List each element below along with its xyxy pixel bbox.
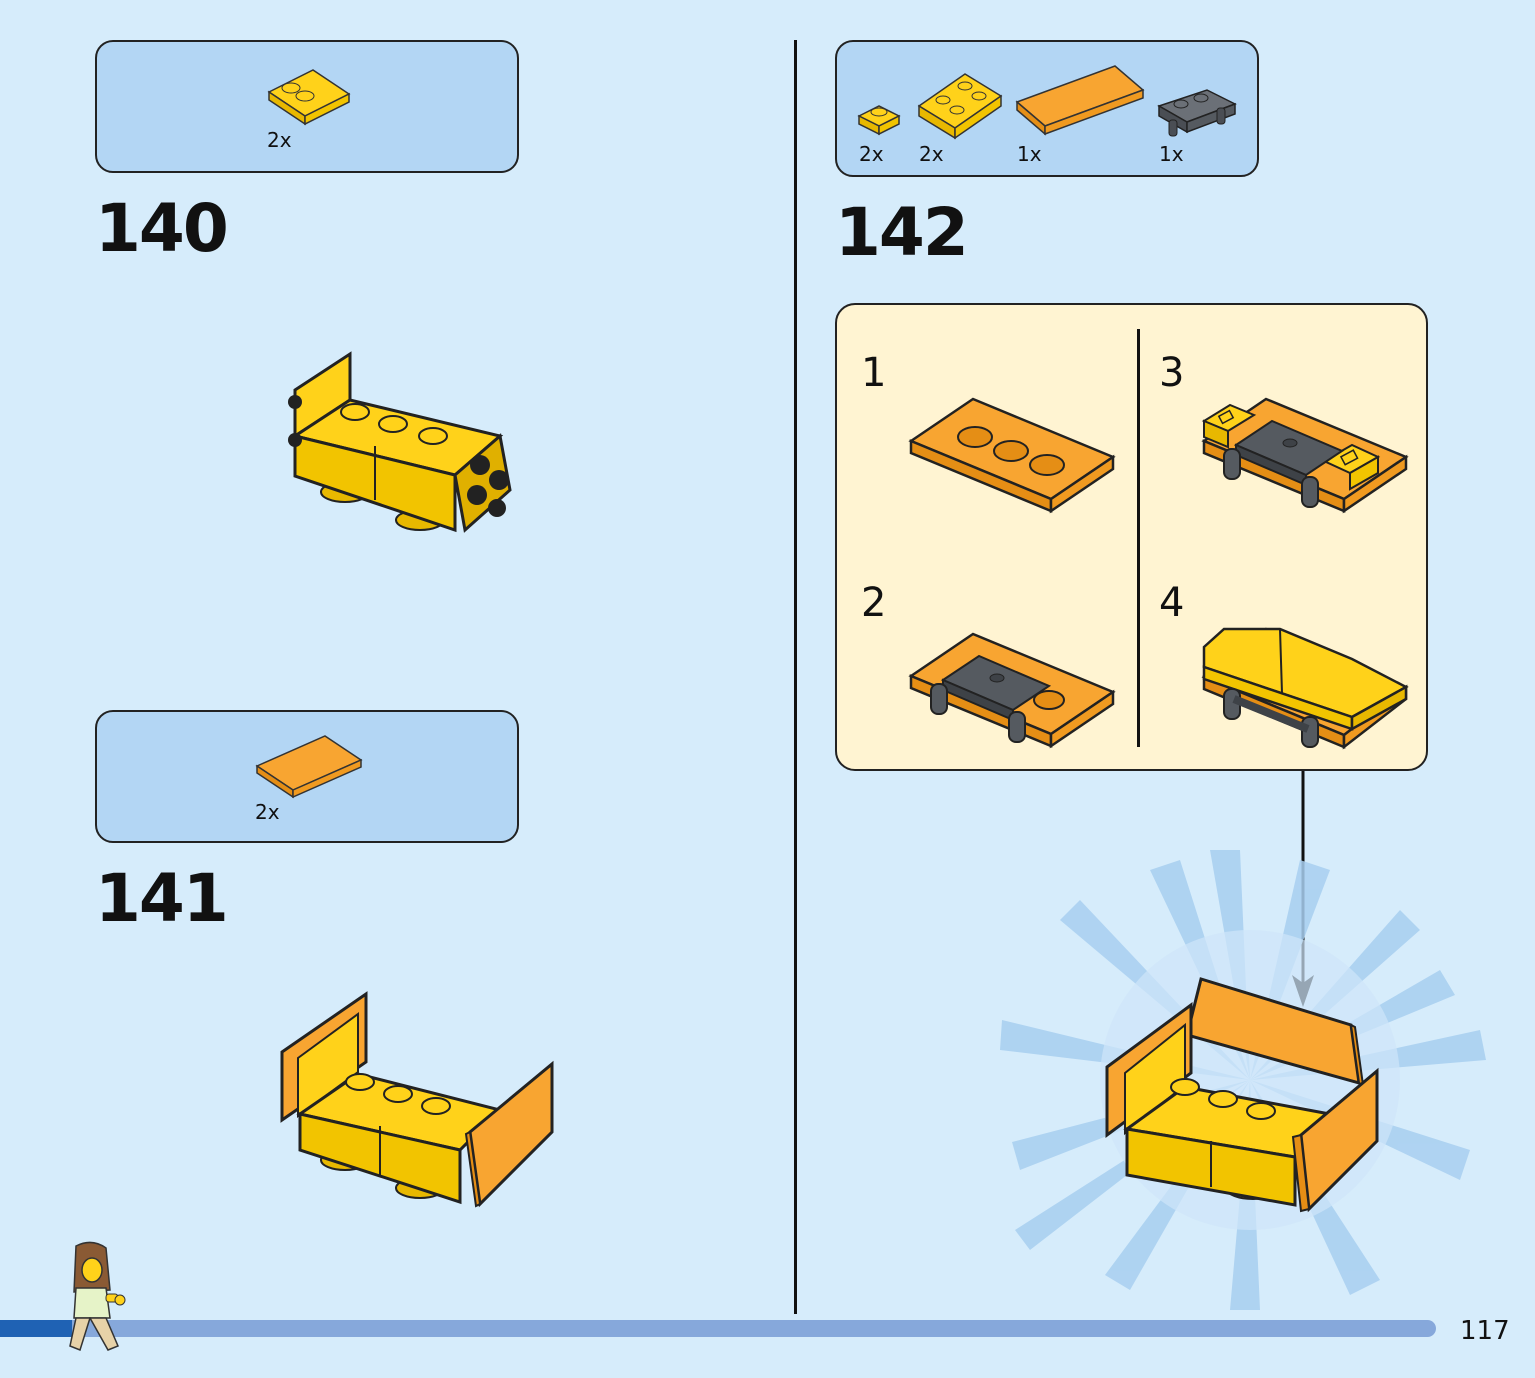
substep-number: 1 — [861, 350, 887, 396]
substep-3-assembly — [1201, 397, 1409, 514]
substep-number: 3 — [1159, 350, 1185, 396]
step-number-140: 140 — [95, 190, 229, 267]
substep-2-plate-with-holder — [908, 632, 1116, 749]
orange-tile-large-icon — [1015, 65, 1145, 136]
part-qty: 2x — [255, 800, 280, 824]
step-number-142: 142 — [835, 194, 969, 271]
substep-4-cushion — [1201, 627, 1409, 750]
yellow-plate-2x2-icon — [917, 73, 1003, 140]
step-number-141: 141 — [95, 860, 229, 937]
substep-1-plate — [908, 397, 1116, 514]
orange-tile-icon — [255, 735, 363, 799]
final-sofa-assembly — [1105, 977, 1379, 1213]
yellow-plate-1x1-icon — [857, 105, 901, 136]
progress-fill — [0, 1320, 72, 1337]
page-divider — [794, 40, 797, 1314]
page-number: 117 — [1460, 1316, 1510, 1346]
progress-track — [0, 1320, 1436, 1337]
part-qty: 2x — [267, 128, 292, 152]
yellow-slope-plate-icon — [267, 69, 351, 126]
minifigure-icon — [69, 1241, 126, 1351]
substep-divider — [1137, 329, 1140, 747]
substep-box: 1 2 3 4 — [835, 303, 1428, 771]
part-qty: 2x — [919, 142, 944, 166]
step-140-assembly — [288, 351, 512, 533]
parts-box-140: 2x — [95, 40, 519, 173]
parts-box-142: 2x 2x 1x 1x — [835, 40, 1259, 177]
step-141-assembly — [280, 991, 554, 1208]
substep-number: 4 — [1159, 580, 1185, 626]
gray-bar-holder-icon — [1157, 89, 1237, 137]
parts-box-141: 2x — [95, 710, 519, 843]
substep-number: 2 — [861, 580, 887, 626]
part-qty: 1x — [1017, 142, 1042, 166]
part-qty: 1x — [1159, 142, 1184, 166]
part-qty: 2x — [859, 142, 884, 166]
